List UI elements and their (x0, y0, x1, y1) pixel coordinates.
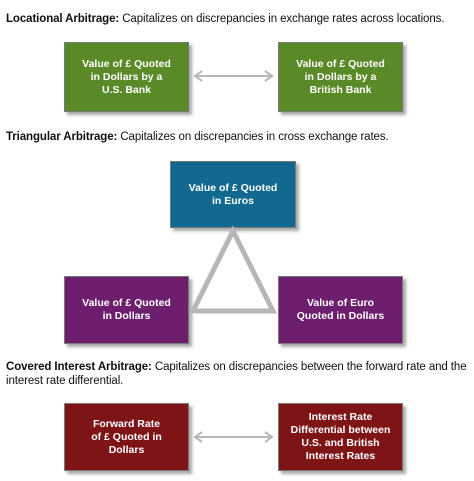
pound-in-euros-box: Value of £ Quoted in Euros (170, 161, 296, 228)
forward-rate-label: Forward Rate of £ Quoted in Dollars (91, 417, 162, 456)
us-bank-quote-box: Value of £ Quoted in Dollars by a U.S. B… (64, 42, 189, 112)
locational-arbitrage-heading: Locational Arbitrage: Capitalizes on dis… (6, 12, 468, 26)
us-bank-quote-label: Value of £ Quoted in Dollars by a U.S. B… (82, 57, 171, 96)
pound-in-dollars-box: Value of £ Quoted in Dollars (64, 276, 189, 344)
covered-interest-arbitrage-description: Capitalizes on discrepancies between the… (6, 361, 467, 387)
pound-in-dollars-label: Value of £ Quoted in Dollars (82, 297, 171, 322)
british-bank-quote-label: Value of £ Quoted in Dollars by a Britis… (296, 57, 385, 96)
covered-interest-arbitrage-heading: Covered Interest Arbitrage: Capitalizes … (6, 360, 468, 388)
triangular-relationship-triangle (188, 225, 278, 314)
triangular-arbitrage-heading: Triangular Arbitrage: Capitalizes on dis… (6, 130, 468, 144)
locational-arbitrage-term: Locational Arbitrage: (6, 13, 120, 25)
pound-in-euros-label: Value of £ Quoted in Euros (188, 181, 278, 207)
interest-rate-differential-box: Interest Rate Differential between U.S. … (278, 403, 403, 471)
covered-interest-double-arrow (193, 431, 274, 443)
euro-in-dollars-label: Value of Euro Quoted in Dollars (296, 297, 385, 322)
triangular-arbitrage-description: Capitalizes on discrepancies in cross ex… (117, 131, 389, 143)
interest-rate-differential-label: Interest Rate Differential between U.S. … (290, 411, 391, 462)
locational-arbitrage-description: Capitalizes on discrepancies in exchange… (119, 13, 445, 25)
forward-rate-box: Forward Rate of £ Quoted in Dollars (64, 403, 189, 471)
locational-double-arrow (193, 70, 274, 82)
euro-in-dollars-box: Value of Euro Quoted in Dollars (278, 276, 403, 344)
triangular-arbitrage-term: Triangular Arbitrage: (6, 131, 118, 143)
covered-interest-arbitrage-term: Covered Interest Arbitrage: (6, 361, 152, 373)
british-bank-quote-box: Value of £ Quoted in Dollars by a Britis… (278, 42, 403, 112)
